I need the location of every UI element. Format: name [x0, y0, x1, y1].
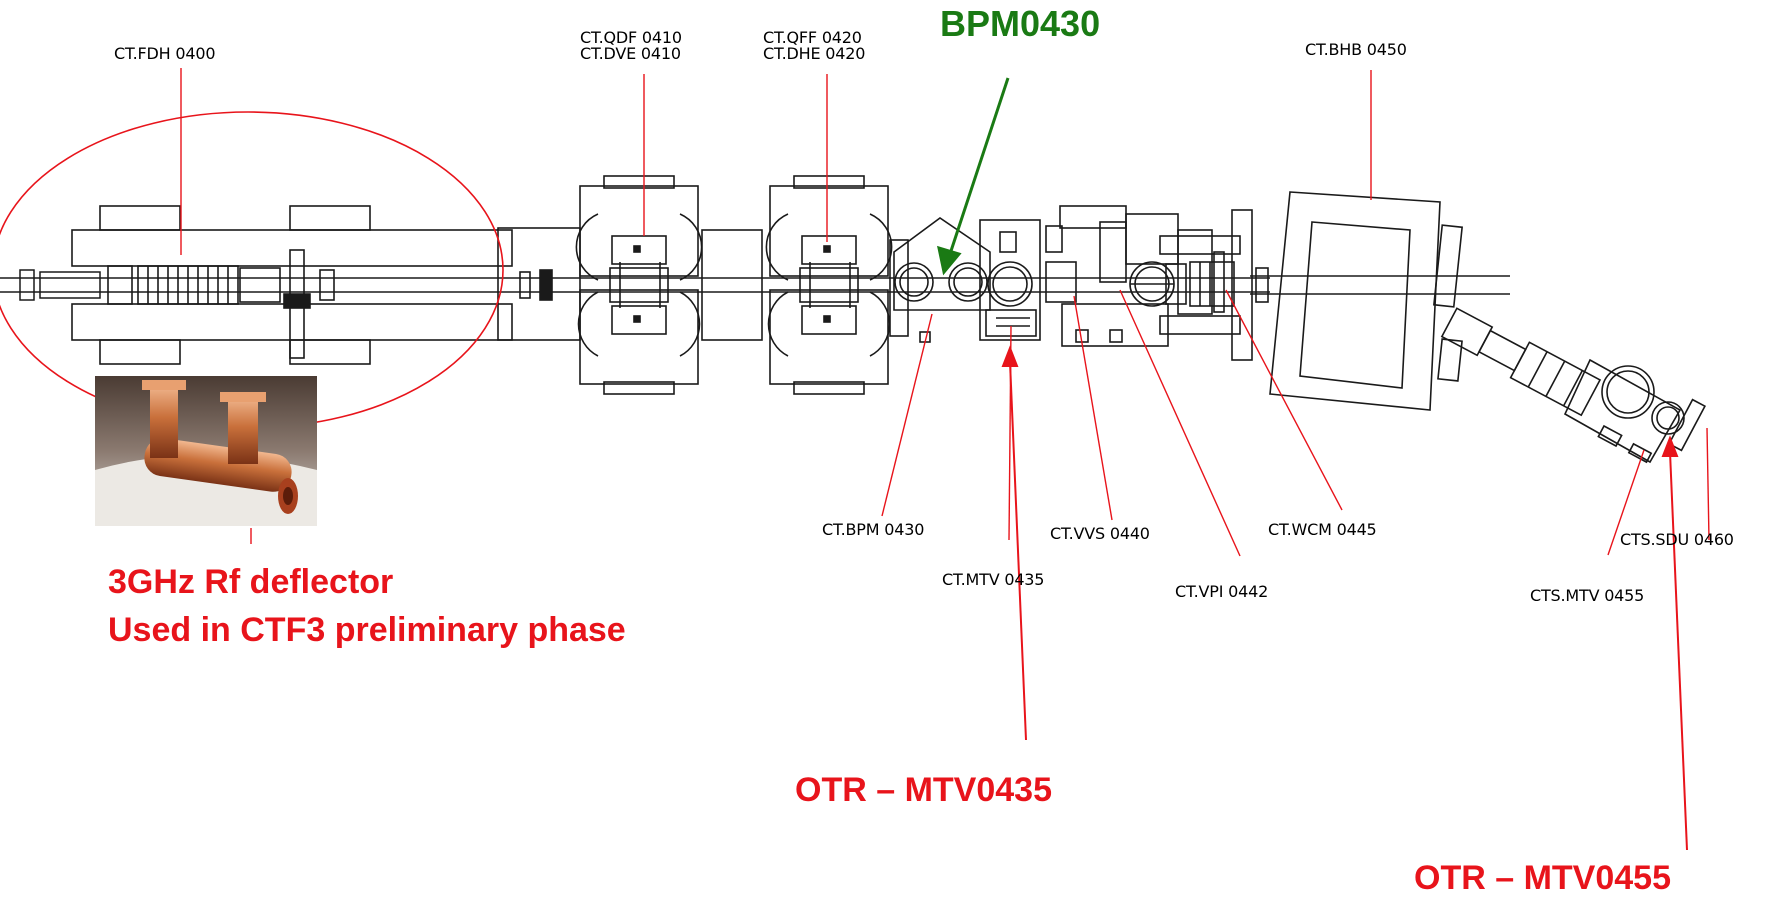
label-qdf-0410: CT.QDF 0410: [580, 28, 682, 47]
label-qff-0420: CT.QFF 0420: [763, 28, 862, 47]
label-dhe-0420: CT.DHE 0420: [763, 44, 866, 63]
callout-otr-mtv0435: OTR – MTV0435: [795, 771, 1052, 809]
callout-deflector-line1: 3GHz Rf deflector: [108, 563, 394, 601]
label-sdu-0460: CTS.SDU 0460: [1620, 530, 1734, 549]
otr-arrows: [1001, 345, 1688, 851]
label-wcm-0445: CT.WCM 0445: [1268, 520, 1377, 539]
callout-otr-mtv0455: OTR – MTV0455: [1414, 859, 1671, 897]
label-mtv-0455: CTS.MTV 0455: [1530, 586, 1645, 605]
rf-deflector-photo: [95, 376, 317, 526]
bpm-0430: [893, 217, 991, 343]
fdh-assembly: [71, 205, 553, 365]
mtv-0435: [979, 219, 1063, 341]
bpm-arrow: [937, 77, 1010, 276]
bending-magnet-bhb-0450: [1269, 191, 1464, 411]
quadrupole-qdf-0410: [497, 175, 763, 395]
leader-lines: [180, 68, 1710, 557]
label-dve-0410: CT.DVE 0410: [580, 44, 681, 63]
label-bhb-0450: CT.BHB 0450: [1305, 40, 1407, 59]
callout-bpm0430: BPM0430: [940, 3, 1101, 44]
callout-deflector-line2: Used in CTF3 preliminary phase: [108, 611, 626, 649]
label-vvs-0440: CT.VVS 0440: [1050, 524, 1150, 543]
label-mtv-0435: CT.MTV 0435: [942, 570, 1045, 589]
vvs-vpi-assembly: [1045, 205, 1225, 347]
label-fdh-0400: CT.FDH 0400: [114, 44, 216, 63]
label-vpi-0442: CT.VPI 0442: [1175, 582, 1269, 601]
wcm-0445: [1159, 209, 1269, 361]
quadrupole-qff-0420: [765, 175, 909, 395]
beam-pipe: [0, 269, 1510, 301]
label-bpm-0430: CT.BPM 0430: [822, 520, 925, 539]
extraction-line: [1440, 307, 1706, 464]
